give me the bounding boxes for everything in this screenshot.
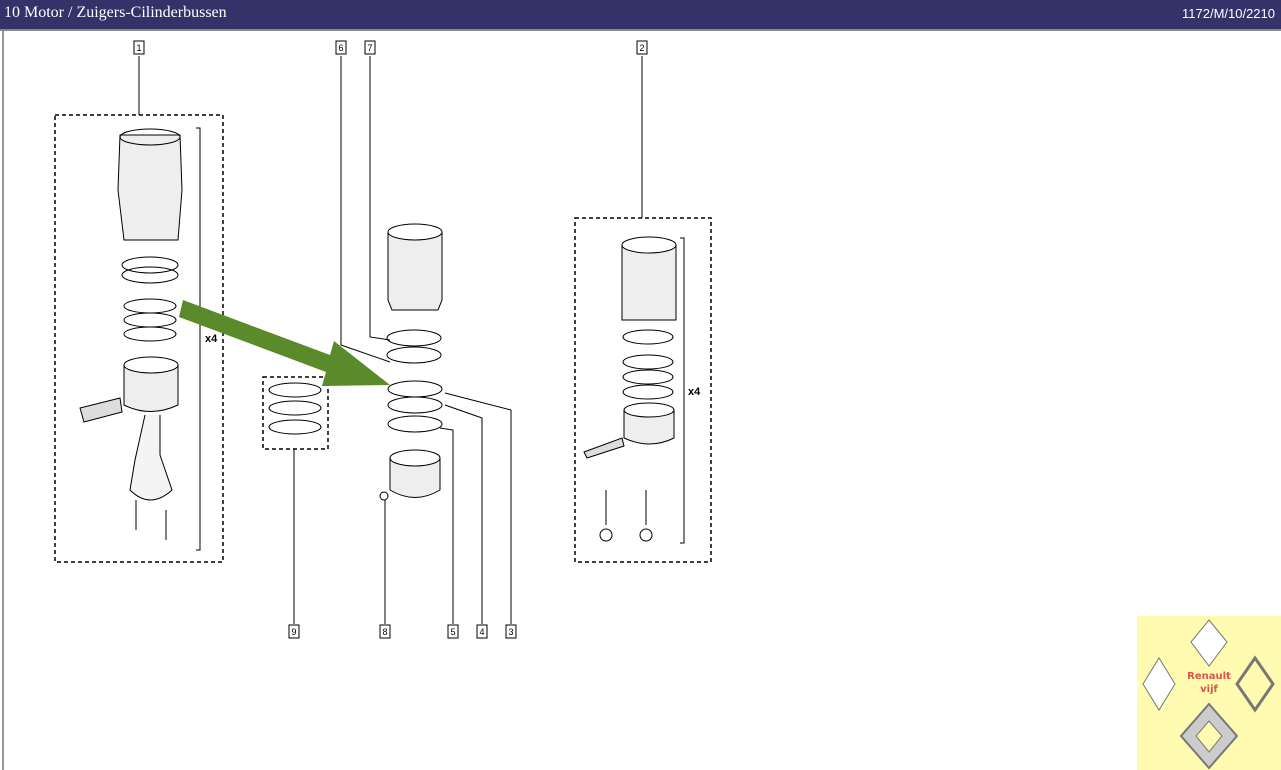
callout-box	[476, 624, 488, 639]
quantity-left: x4	[205, 333, 218, 345]
quantity-right: x4	[688, 386, 701, 398]
callout-3[interactable]: 3	[508, 627, 513, 637]
callout-1[interactable]: 1	[136, 43, 141, 53]
callout-box	[288, 624, 300, 639]
callout-6[interactable]: 6	[338, 43, 343, 53]
callout-box	[335, 40, 347, 55]
callout-7[interactable]: 7	[367, 43, 372, 53]
green-arrow-icon	[179, 300, 390, 386]
callout-4[interactable]: 4	[479, 627, 484, 637]
diagram-frame	[2, 31, 1281, 770]
callout-9[interactable]: 9	[291, 627, 296, 637]
callout-box	[505, 624, 517, 639]
callout-5[interactable]: 5	[450, 627, 455, 637]
callout-8[interactable]: 8	[382, 627, 387, 637]
title-bar: 10 Motor / Zuigers-Cilinderbussen 1172/M…	[0, 0, 1281, 31]
reference-code: 1172/M/10/2210	[1182, 6, 1275, 21]
callout-box	[636, 40, 648, 55]
kit-box-9	[262, 376, 329, 450]
logo-line2: vijf	[1200, 684, 1218, 695]
logo-line1: Renault	[1187, 671, 1231, 682]
callout-box	[379, 624, 391, 639]
callout-box	[133, 40, 145, 55]
page-title: 10 Motor / Zuigers-Cilinderbussen	[4, 4, 227, 21]
callout-box	[364, 40, 376, 55]
kit-box-2	[574, 217, 712, 563]
callout-2[interactable]: 2	[639, 43, 644, 53]
callout-box	[447, 624, 459, 639]
renault-vijf-logo: Renault vijf	[1137, 616, 1281, 770]
